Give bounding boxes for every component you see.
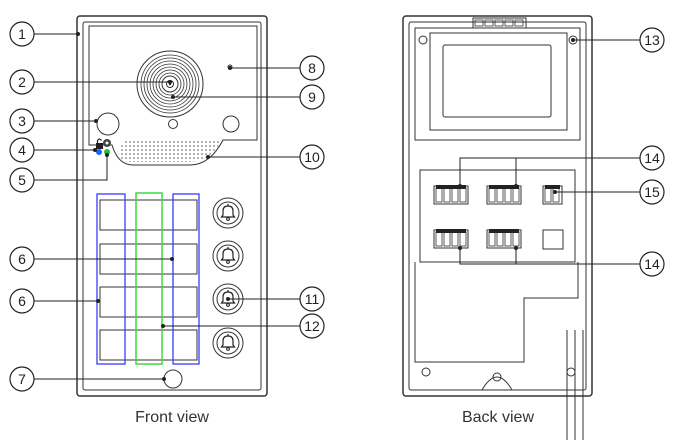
- callout-circle: [299, 55, 325, 81]
- front-view-caption: Front view: [135, 409, 209, 426]
- terminal-block-5: [486, 229, 522, 249]
- callout-number: 1: [18, 26, 26, 42]
- name-tag-frame-left: [96, 193, 126, 365]
- bottom-arch: [481, 376, 513, 391]
- callout-5: 5: [9, 167, 35, 193]
- callout-circle: [9, 137, 35, 163]
- callout-number: 14: [644, 150, 660, 166]
- callout-circle: [299, 313, 325, 339]
- callout-1: 1: [9, 21, 35, 47]
- mounting-hole-top-left: [418, 35, 428, 45]
- lock-icon: [96, 138, 103, 149]
- leader-lines: [34, 32, 640, 381]
- callout-circle: [9, 366, 35, 392]
- callout-circle: [9, 167, 35, 193]
- terminal-area: [419, 169, 576, 263]
- callout-11: 11: [299, 286, 325, 312]
- led-green: [104, 149, 110, 155]
- top-camera-zone: [88, 25, 258, 166]
- callout-number: 6: [18, 293, 26, 309]
- callout-6b: 6: [9, 288, 35, 314]
- callout-number: 15: [644, 184, 660, 200]
- callout-6a: 6: [9, 246, 35, 272]
- callout-14a: 14: [639, 145, 665, 171]
- callout-number: 2: [18, 74, 26, 90]
- callout-circle: [9, 21, 35, 47]
- front-panel-outer: [76, 15, 268, 397]
- name-tag-frame-right: [172, 193, 200, 365]
- callout-number: 7: [18, 371, 26, 387]
- back-view: Back view: [402, 15, 593, 440]
- callout-12: 12: [299, 313, 325, 339]
- mounting-hole-bottom-right: [566, 367, 576, 377]
- back-view-caption: Back view: [462, 409, 534, 426]
- terminal-blank: [542, 229, 564, 250]
- speaker-grille: [118, 140, 222, 162]
- terminal-block-3: [542, 185, 563, 205]
- terminal-block-4: [433, 229, 469, 249]
- callout-circle: [639, 27, 665, 53]
- name-tag-area: [96, 192, 200, 365]
- callout-circle: [639, 251, 665, 277]
- light-sensor: [222, 115, 240, 133]
- callout-circle: [9, 288, 35, 314]
- front-panel-inner: [82, 21, 262, 391]
- front-view: Front view: [76, 15, 268, 426]
- callout-9: 9: [299, 84, 325, 110]
- terminal-block-1: [433, 185, 469, 205]
- call-button-1: [212, 197, 244, 229]
- callout-circle: [299, 144, 325, 170]
- callout-number: 12: [304, 318, 320, 334]
- callout-7: 7: [9, 366, 35, 392]
- callout-number: 6: [18, 251, 26, 267]
- callout-circle: [9, 69, 35, 95]
- callout-circle: [9, 108, 35, 134]
- mounting-hole-bottom-left: [421, 367, 431, 377]
- callout-number: 8: [308, 60, 316, 76]
- callout-number: 5: [18, 172, 26, 188]
- callout-4: 4: [9, 137, 35, 163]
- call-button-4: [212, 327, 244, 359]
- callout-circle: [9, 246, 35, 272]
- callout-circle: [299, 286, 325, 312]
- callout-14b: 14: [639, 251, 665, 277]
- callout-number: 11: [305, 291, 320, 307]
- bottom-screw: [163, 369, 183, 389]
- callout-number: 3: [18, 113, 26, 129]
- back-panel-inner: [408, 21, 587, 391]
- card-reader-sensor: [96, 112, 120, 136]
- call-button-2: [212, 240, 244, 272]
- callouts: 1 2 3 4 5 6 6 7 8 9 10 11 12 13 14 15 14: [9, 21, 665, 392]
- callout-3: 3: [9, 108, 35, 134]
- callout-number: 10: [304, 149, 320, 165]
- microphone-hole: [168, 119, 178, 129]
- callout-circle: [299, 84, 325, 110]
- name-tag-frame-middle: [135, 192, 163, 365]
- callout-number: 13: [644, 32, 660, 48]
- callout-circle: [639, 145, 665, 171]
- back-panel-outer: [402, 15, 593, 397]
- callout-10: 10: [299, 144, 325, 170]
- callout-number: 14: [644, 256, 660, 272]
- cables: [566, 330, 584, 440]
- lower-housing: [414, 262, 579, 363]
- status-icon: [103, 139, 111, 147]
- camera-module: [414, 27, 581, 141]
- callout-circle: [639, 179, 665, 205]
- led-blue: [96, 149, 102, 155]
- callout-8: 8: [299, 55, 325, 81]
- callout-number: 9: [308, 89, 316, 105]
- top-connector: [472, 17, 527, 29]
- callout-15: 15: [639, 179, 665, 205]
- callout-13: 13: [639, 27, 665, 53]
- callout-number: 4: [18, 142, 26, 158]
- bottom-screw-back: [492, 372, 502, 382]
- callout-2: 2: [9, 69, 35, 95]
